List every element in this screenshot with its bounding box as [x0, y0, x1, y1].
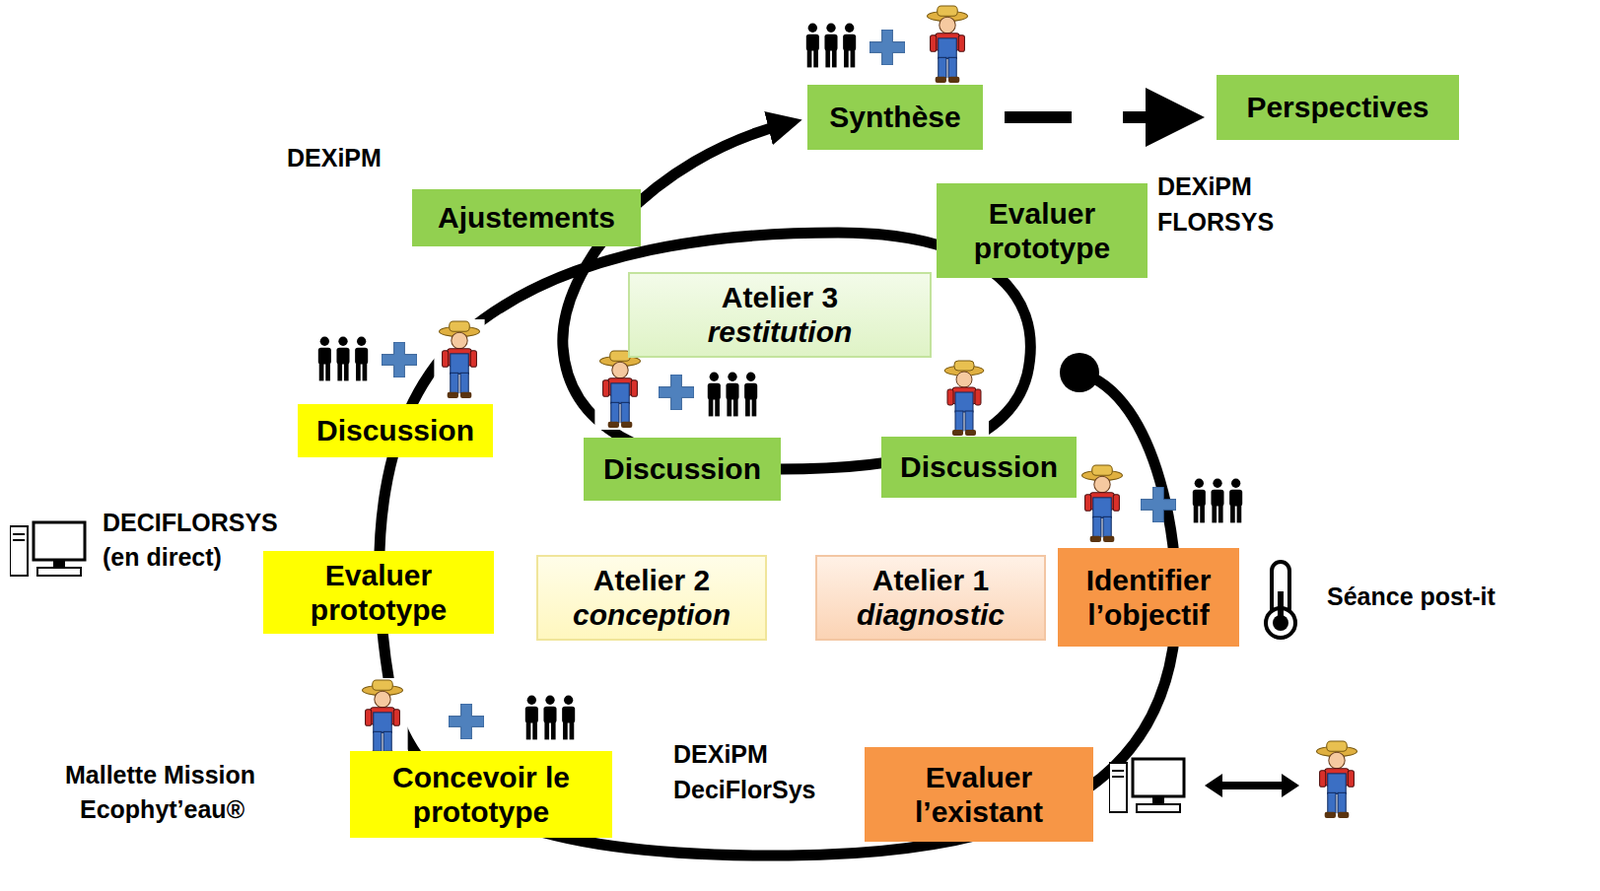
process-box: Concevoir le prototype	[349, 751, 613, 838]
farmer-icon	[594, 348, 645, 430]
spiral-line	[379, 123, 1178, 856]
plus-sign	[658, 374, 695, 411]
people-icon	[318, 337, 368, 382]
farmer-icon	[356, 678, 408, 760]
tool-label: FLORSYS	[1157, 207, 1274, 237]
box-text: Identifier l’objectif	[1067, 562, 1230, 633]
workshop-box: Atelier 2conception	[536, 555, 767, 641]
box-text: Ajustements	[437, 200, 616, 235]
process-box: Evaluer prototype	[263, 551, 494, 634]
box-text: Perspectives	[1246, 89, 1429, 125]
people-icon	[707, 372, 758, 418]
plus-sign	[869, 29, 905, 66]
tool-label: DEXiPM	[673, 739, 768, 769]
process-box: Ajustements	[412, 189, 641, 247]
box-text: Evaluer prototype	[946, 196, 1138, 267]
process-box: Evaluer prototype	[936, 183, 1148, 279]
computer-icon	[1109, 759, 1184, 813]
farmer-icon	[921, 3, 973, 85]
tool-label: Ecophyt’eau®	[79, 794, 245, 825]
box-subtitle: restitution	[707, 314, 853, 349]
tool-label: DEXiPM	[286, 142, 382, 173]
process-box: Identifier l’objectif	[1057, 548, 1240, 647]
flow-arrow	[1004, 111, 1199, 124]
tool-label: Séance post-it	[1326, 581, 1496, 612]
box-text: Synthèse	[829, 99, 961, 135]
tool-label: (en direct)	[102, 542, 222, 572]
people-icon	[525, 695, 575, 741]
farmer-icon	[1311, 739, 1362, 821]
computer-icon	[9, 522, 85, 576]
box-text: Discussion	[316, 413, 475, 448]
box-text: Concevoir le prototype	[359, 760, 603, 831]
plus-sign	[1140, 486, 1177, 523]
box-text: Discussion	[603, 451, 762, 487]
box-text: Evaluer prototype	[273, 557, 485, 628]
farmer-icon	[1076, 463, 1127, 545]
farmer-icon	[433, 319, 485, 401]
process-box: Evaluer l’existant	[864, 747, 1094, 842]
thermometer-icon	[1265, 561, 1296, 638]
spiral-start-dot	[1059, 352, 1100, 393]
tool-label: Mallette Mission	[65, 760, 256, 790]
tool-label: DECIFLORSYS	[102, 507, 279, 538]
box-text: Atelier 2	[593, 562, 710, 598]
process-box: Discussion	[583, 437, 781, 501]
process-box: Discussion	[297, 404, 493, 458]
tool-label: DEXiPM	[1157, 171, 1253, 202]
tool-label: DeciFlorSys	[673, 774, 817, 805]
box-text: Atelier 3	[721, 279, 838, 315]
box-text: Evaluer l’existant	[874, 760, 1084, 831]
box-subtitle: conception	[572, 597, 731, 632]
people-icon	[1192, 479, 1243, 524]
process-box: Discussion	[881, 436, 1077, 498]
box-text: Discussion	[900, 449, 1058, 485]
plus-sign	[381, 342, 418, 378]
workshop-box: Atelier 1diagnostic	[815, 555, 1046, 641]
box-subtitle: diagnostic	[856, 597, 1005, 632]
people-icon	[806, 23, 856, 69]
double-arrow	[1204, 773, 1300, 798]
farmer-icon	[939, 358, 989, 438]
process-box: Synthèse	[807, 84, 983, 150]
workshop-box: Atelier 3restitution	[627, 272, 932, 358]
plus-sign	[448, 703, 485, 740]
process-box: Perspectives	[1216, 74, 1460, 140]
box-text: Atelier 1	[872, 562, 989, 598]
